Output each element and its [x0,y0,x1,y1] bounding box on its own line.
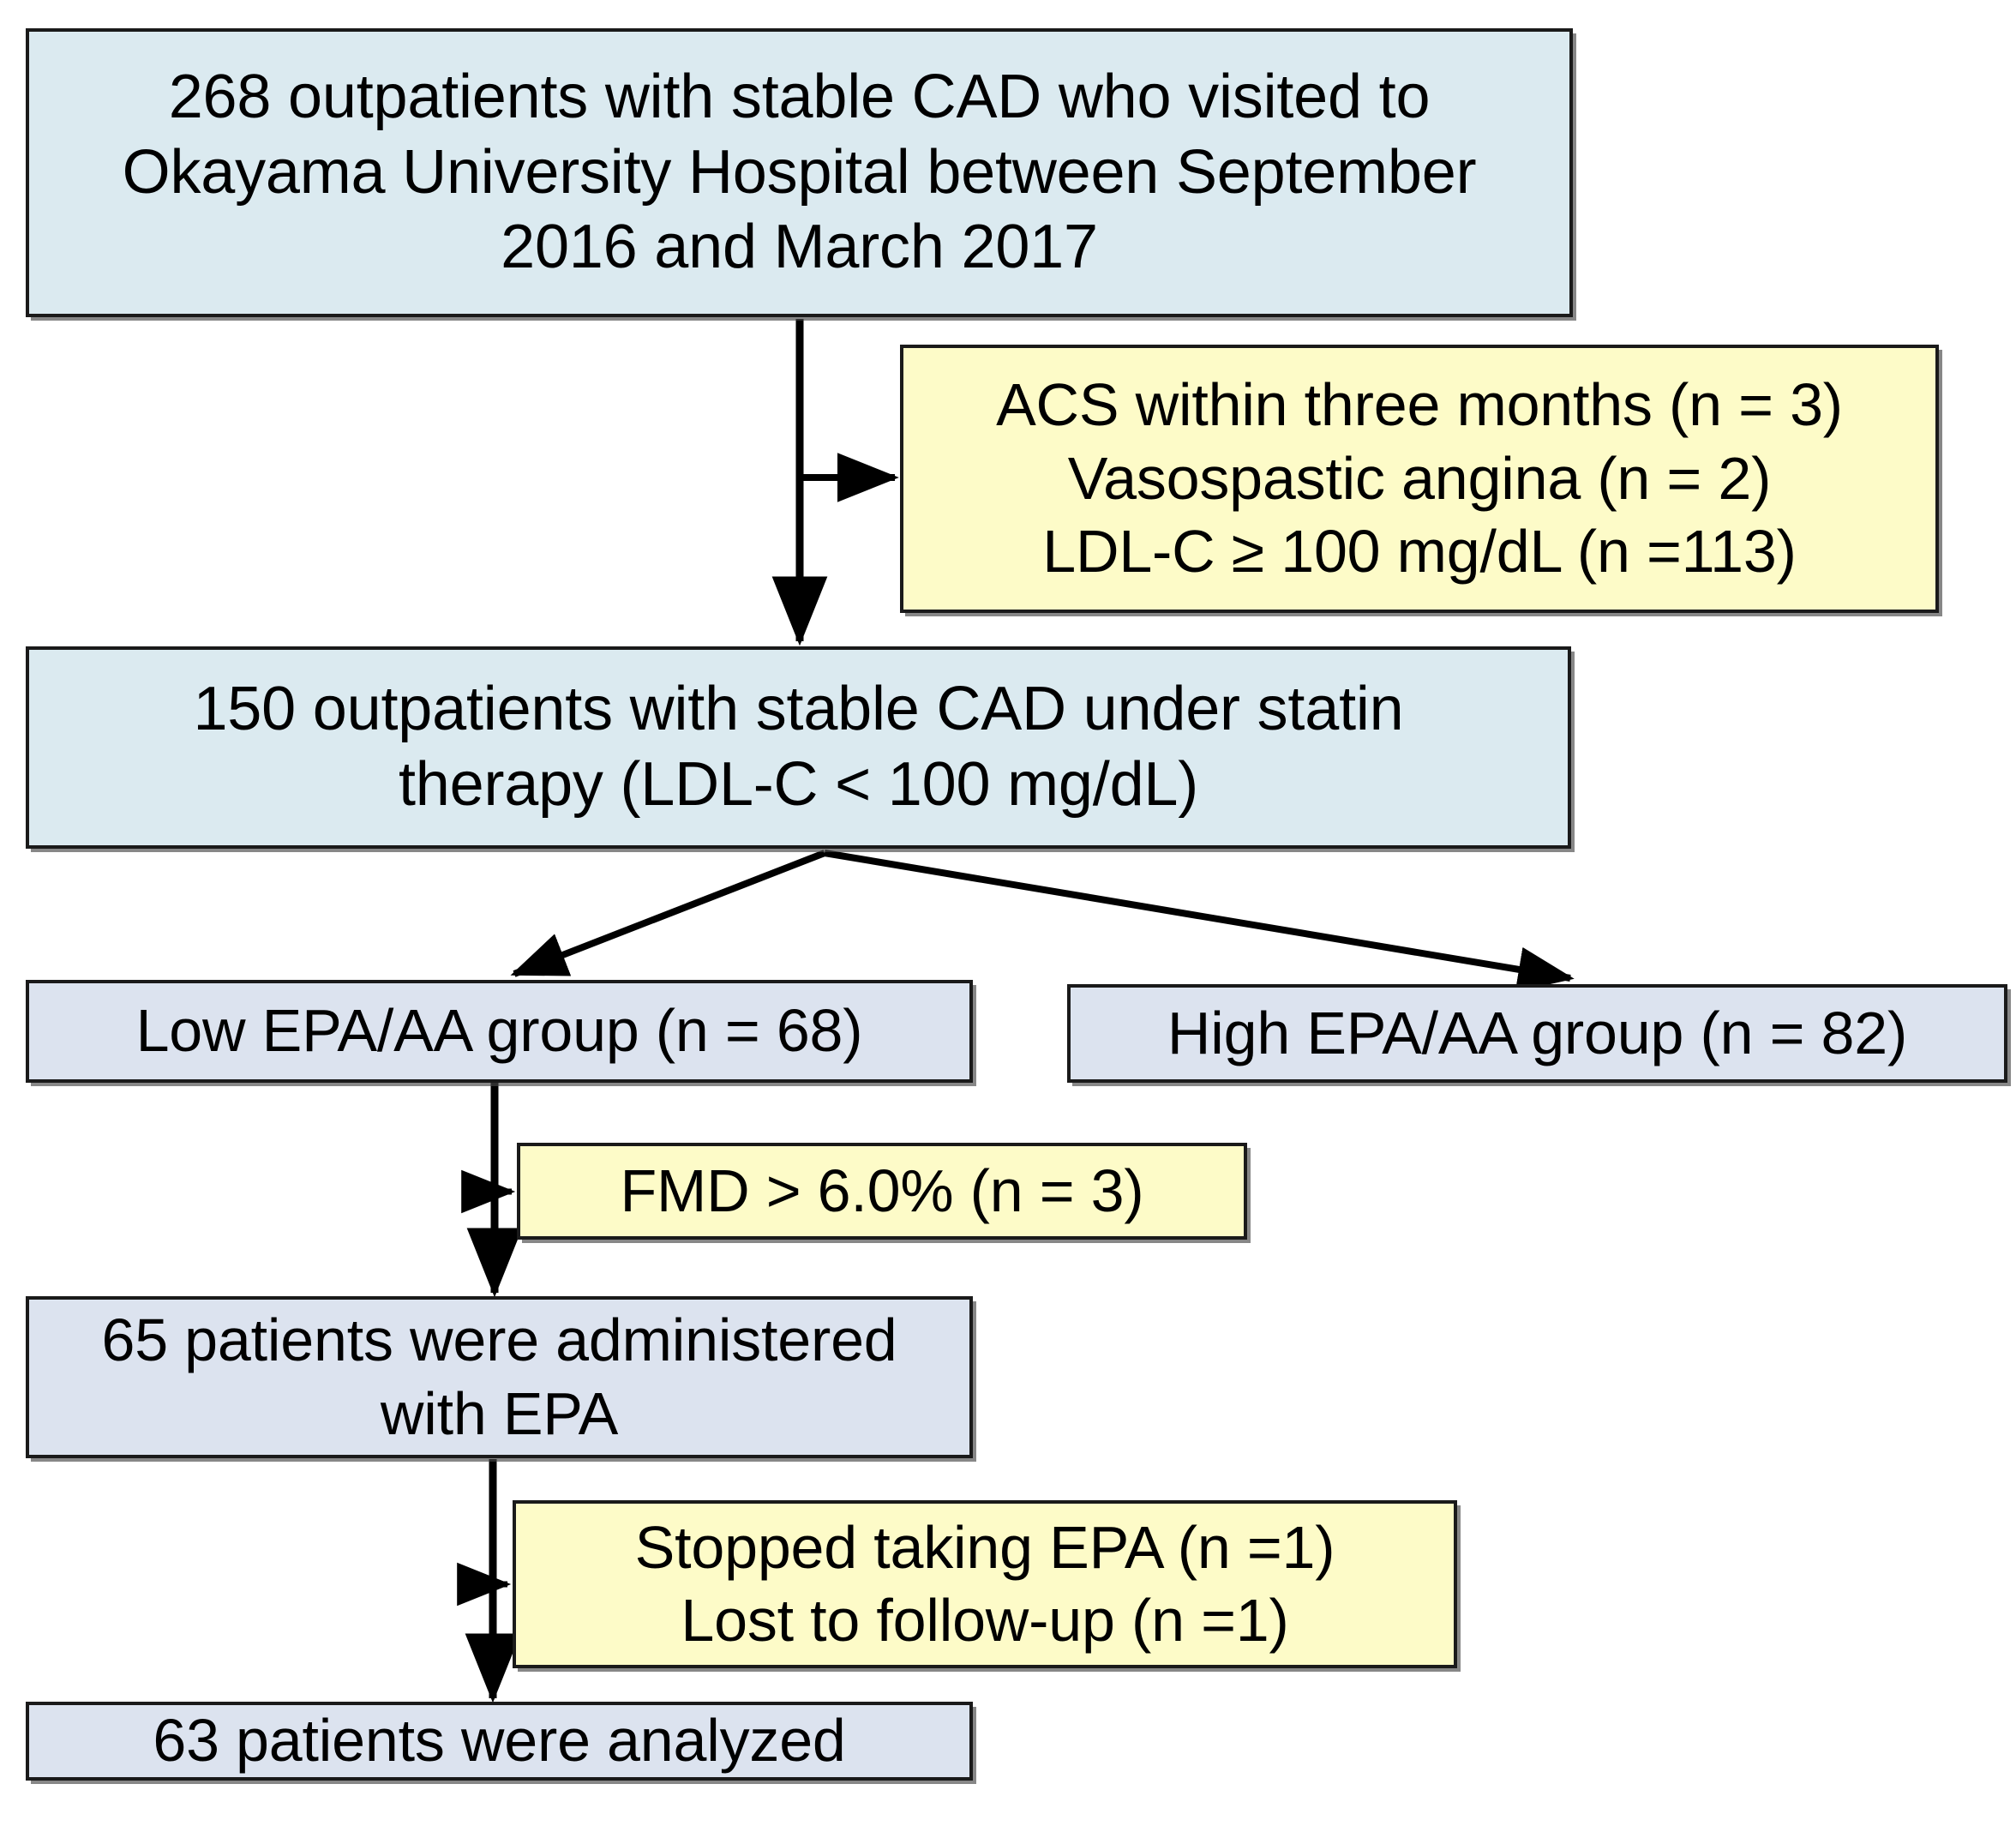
node-low-epa-aa-group: Low EPA/AA group (n = 68) [26,980,973,1083]
node-epa-administered-label: 65 patients were administered with EPA [101,1306,897,1447]
node-analyzed-population-label: 63 patients were analyzed [153,1707,846,1775]
node-high-epa-aa-group: High EPA/AA group (n = 82) [1067,984,2007,1083]
node-eligible-population-label: 150 outpatients with stable CAD under st… [193,675,1404,819]
node-screened-population-label: 268 outpatients with stable CAD who visi… [122,62,1477,282]
node-dropouts-label: Stopped taking EPA (n =1) Lost to follow… [634,1513,1335,1654]
edge-eligible-to-low-group [510,850,826,977]
node-screened-population: 268 outpatients with stable CAD who visi… [26,28,1573,317]
node-high-epa-aa-group-label: High EPA/AA group (n = 82) [1167,999,1908,1066]
node-dropouts: Stopped taking EPA (n =1) Lost to follow… [513,1500,1457,1668]
node-fmd-exclusion-label: FMD > 6.0% (n = 3) [620,1156,1144,1224]
node-low-epa-aa-group-label: Low EPA/AA group (n = 68) [135,997,863,1065]
node-analyzed-population: 63 patients were analyzed [26,1702,973,1781]
node-fmd-exclusion: FMD > 6.0% (n = 3) [517,1143,1247,1240]
edge-eligible-to-high-group [824,850,1575,992]
node-exclusion-criteria-label: ACS within three months (n = 3) Vasospas… [996,371,1843,586]
node-epa-administered: 65 patients were administered with EPA [26,1296,973,1458]
node-exclusion-criteria: ACS within three months (n = 3) Vasospas… [900,345,1939,613]
node-eligible-population: 150 outpatients with stable CAD under st… [26,646,1571,849]
